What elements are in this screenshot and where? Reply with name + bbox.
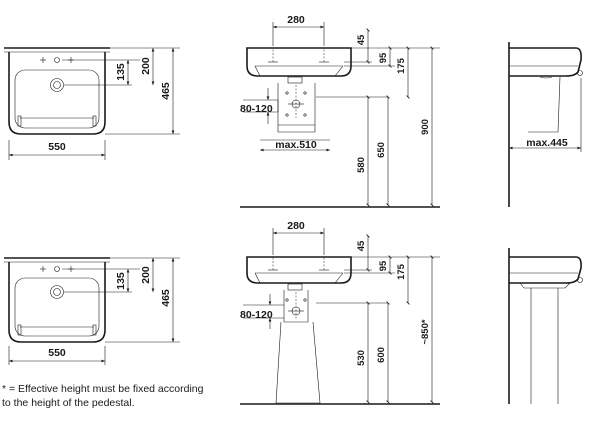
supply-height-dim-top: 650 <box>376 142 387 158</box>
trap-range-dim-bottom: 80-120 <box>240 309 273 321</box>
tap-hole-dim-bottom: 135 <box>115 272 127 290</box>
rim-45-dim-top: 45 <box>356 34 367 45</box>
tap-spacing-dim-bottom: 280 <box>287 220 305 232</box>
front-view-top: 550 135 200 465 <box>4 47 180 160</box>
height-175-dim-top: 175 <box>396 57 407 74</box>
side-view-bottom: 280 45 95 175 80-120 530 600 ~850* <box>240 220 440 405</box>
front-view-bottom: 550 135 200 465 <box>4 257 180 365</box>
side-view-top: 280 45 95 175 80-120 max.510 580 650 900 <box>240 14 440 208</box>
height-175-dim-bottom: 175 <box>396 263 407 280</box>
rim-95-dim-bottom: 95 <box>378 260 389 271</box>
overflow-dim-top: 200 <box>140 57 152 75</box>
supply-height-dim-bottom: 600 <box>376 347 387 363</box>
waste-height-dim-bottom: 530 <box>356 350 367 366</box>
footnote: * = Effective height must be fixed accor… <box>2 382 252 410</box>
waste-height-dim-top: 580 <box>356 157 367 173</box>
trap-width-dim-top: max.510 <box>275 139 317 151</box>
footnote-line-2: to the height of the pedestal. <box>2 397 135 409</box>
depth-dim-bottom: 465 <box>160 289 172 307</box>
rim-height-dim-top: 900 <box>420 119 431 135</box>
rim-45-dim-bottom: 45 <box>356 240 367 251</box>
profile-view-top: max.445 <box>508 42 583 207</box>
tap-hole-dim-top: 135 <box>115 63 127 81</box>
profile-view-bottom <box>508 248 583 404</box>
tap-spacing-dim-top: 280 <box>287 14 305 26</box>
footnote-line-1: * = Effective height must be fixed accor… <box>2 383 204 395</box>
front-width-label-top: 550 <box>48 141 66 153</box>
depth-dim-top: 465 <box>160 82 172 100</box>
trap-range-dim-top: 80-120 <box>240 103 273 115</box>
rim-height-dim-bottom: ~850* <box>420 319 431 344</box>
rim-95-dim-top: 95 <box>378 52 389 63</box>
projection-dim-top: max.445 <box>526 137 568 149</box>
overflow-dim-bottom: 200 <box>140 266 152 284</box>
front-width-label-bottom: 550 <box>48 347 66 359</box>
